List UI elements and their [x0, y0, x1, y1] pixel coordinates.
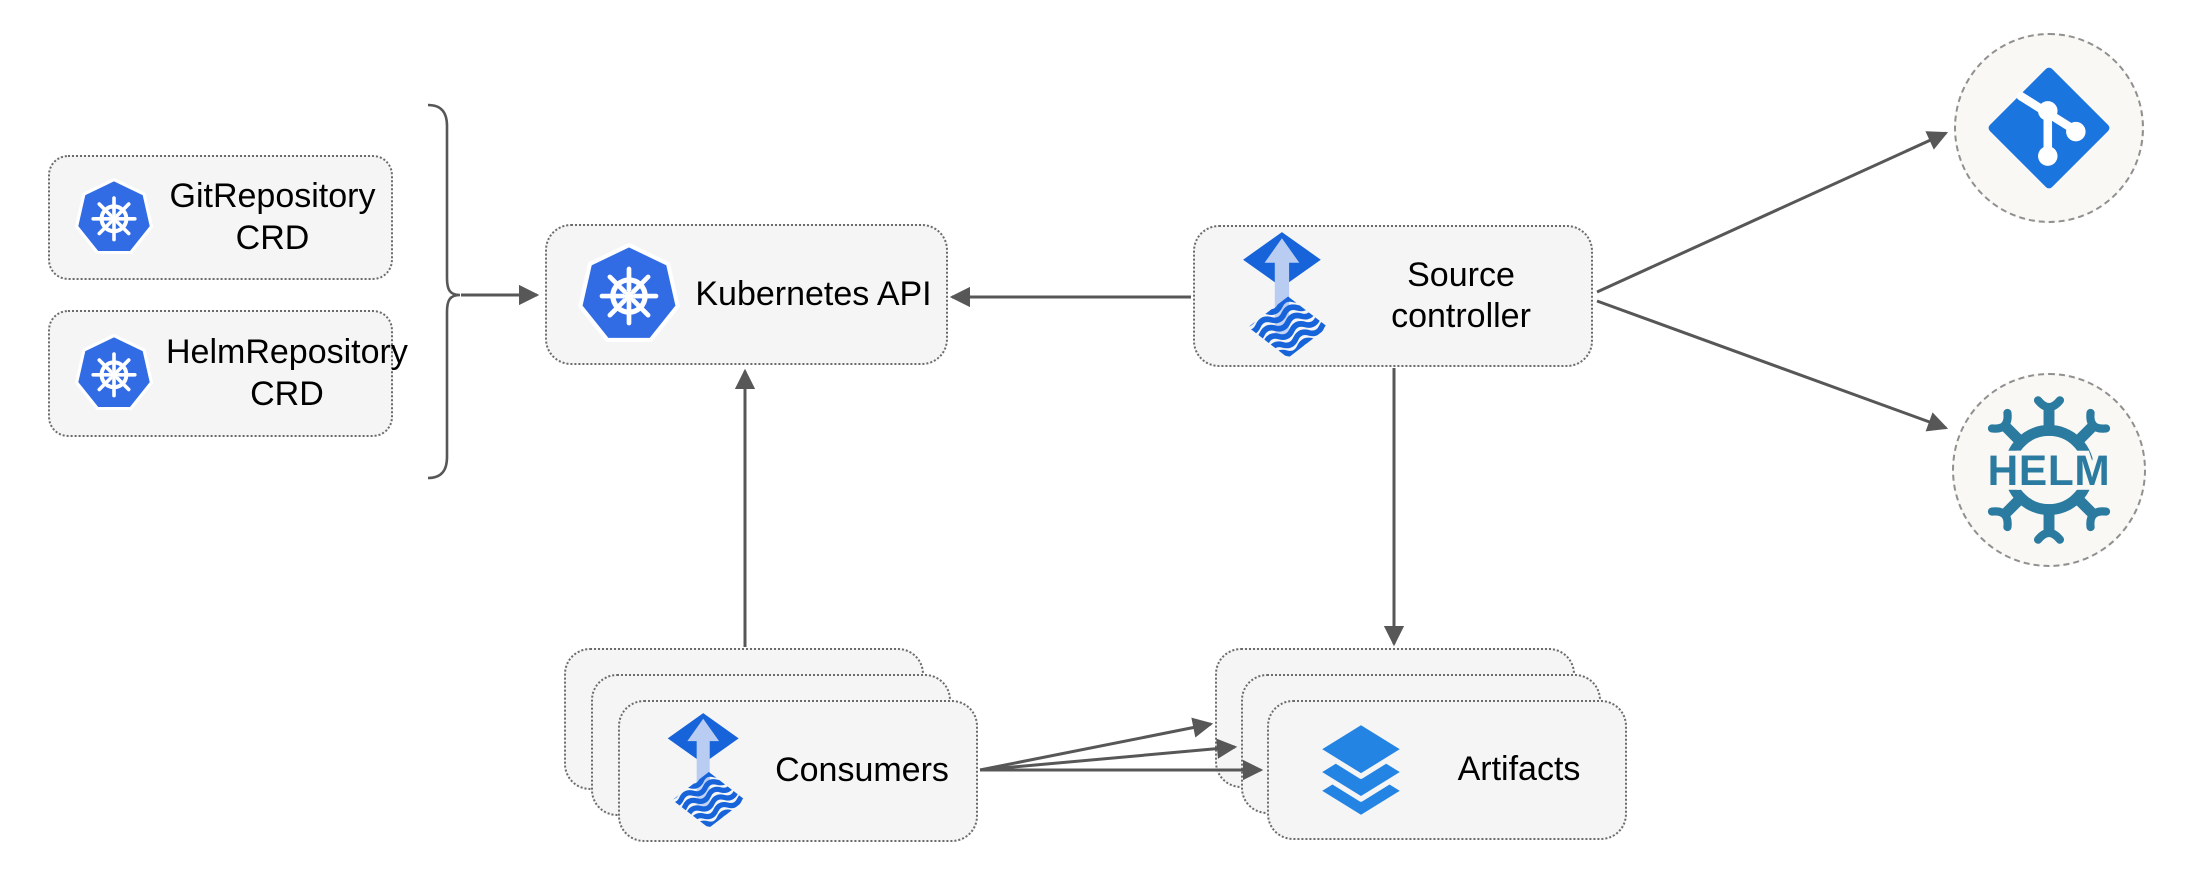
helm-logo-text: HELM: [1988, 447, 2111, 494]
layers-icon: [1314, 719, 1408, 821]
node-label-line2: CRD: [250, 374, 324, 413]
node-label: HelmRepository CRD: [154, 332, 420, 415]
flux-icon: [667, 712, 746, 828]
edge-consumers-to-artifacts-1: [979, 717, 1214, 772]
node-consumers: Consumers: [618, 700, 978, 842]
kubernetes-icon: [578, 242, 680, 342]
edge-source-controller-to-git: [1596, 131, 1949, 294]
node-label: Consumers: [775, 751, 949, 790]
git-icon: [1988, 67, 2110, 189]
kubernetes-icon: [74, 333, 154, 410]
kubernetes-icon: [74, 177, 154, 254]
node-source-controller: Source controller: [1193, 225, 1593, 367]
node-label-line1: HelmRepository: [166, 333, 408, 372]
node-label: GitRepository CRD: [154, 176, 391, 259]
node-git-endpoint: [1954, 33, 2144, 223]
helm-icon: HELM: [1983, 396, 2114, 544]
node-gitrepository-crd: GitRepository CRD: [48, 155, 393, 280]
node-label: Kubernetes API: [695, 274, 932, 313]
node-label-line2: controller: [1391, 297, 1531, 335]
crd-group-bracket: [427, 103, 461, 480]
node-label-line1: Source: [1407, 255, 1515, 294]
node-helm-endpoint: HELM: [1952, 373, 2146, 567]
node-label: Artifacts: [1457, 750, 1581, 789]
edge-source-controller-to-helm: [1596, 299, 1949, 432]
node-label-line2: CRD: [235, 218, 310, 257]
flux-icon: [1243, 232, 1328, 358]
node-label: Source controller: [1331, 255, 1591, 338]
node-kubernetes-api: Kubernetes API: [545, 224, 948, 365]
node-artifacts: Artifacts: [1267, 700, 1627, 840]
node-label-line1: GitRepository: [169, 177, 376, 216]
edge-consumers-to-artifacts-2: [979, 738, 1238, 772]
node-helmrepository-crd: HelmRepository CRD: [48, 310, 408, 437]
